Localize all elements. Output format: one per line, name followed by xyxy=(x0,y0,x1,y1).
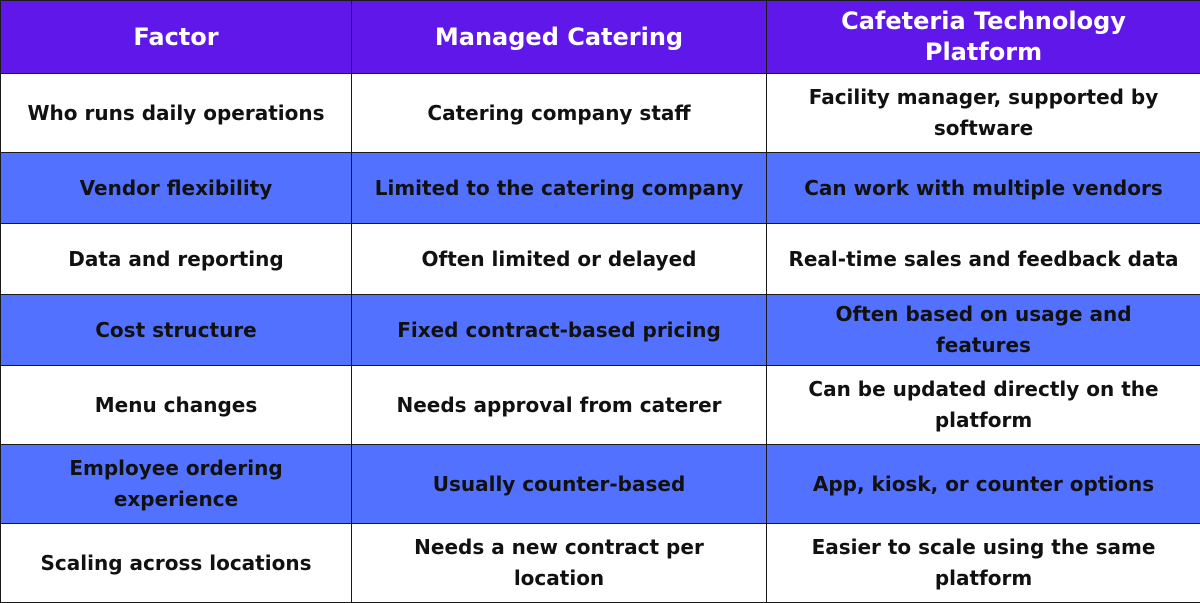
table-row: Cost structure Fixed contract-based pric… xyxy=(1,295,1200,366)
platform-cell: Often based on usage and features xyxy=(767,295,1200,366)
factor-cell: Data and reporting xyxy=(1,224,352,295)
managed-catering-cell: Catering company staff xyxy=(352,74,767,153)
table-row: Menu changes Needs approval from caterer… xyxy=(1,366,1200,445)
factor-cell: Employee ordering experience xyxy=(1,445,352,524)
managed-catering-cell: Needs a new contract per location xyxy=(352,524,767,603)
platform-cell: Facility manager, supported by software xyxy=(767,74,1200,153)
header-managed-catering: Managed Catering xyxy=(352,1,767,74)
factor-cell: Cost structure xyxy=(1,295,352,366)
header-row: Factor Managed Catering Cafeteria Techno… xyxy=(1,1,1200,74)
factor-cell: Menu changes xyxy=(1,366,352,445)
table-row: Employee ordering experience Usually cou… xyxy=(1,445,1200,524)
managed-catering-cell: Needs approval from caterer xyxy=(352,366,767,445)
factor-cell: Vendor flexibility xyxy=(1,153,352,224)
managed-catering-cell: Often limited or delayed xyxy=(352,224,767,295)
platform-cell: Easier to scale using the same platform xyxy=(767,524,1200,603)
table-header: Factor Managed Catering Cafeteria Techno… xyxy=(1,1,1200,74)
table-body: Who runs daily operations Catering compa… xyxy=(1,74,1200,603)
platform-cell: Can be updated directly on the platform xyxy=(767,366,1200,445)
platform-cell: App, kiosk, or counter options xyxy=(767,445,1200,524)
table-row: Scaling across locations Needs a new con… xyxy=(1,524,1200,603)
managed-catering-cell: Usually counter-based xyxy=(352,445,767,524)
header-factor: Factor xyxy=(1,1,352,74)
factor-cell: Scaling across locations xyxy=(1,524,352,603)
managed-catering-cell: Fixed contract-based pricing xyxy=(352,295,767,366)
table-row: Data and reporting Often limited or dela… xyxy=(1,224,1200,295)
table-row: Who runs daily operations Catering compa… xyxy=(1,74,1200,153)
platform-cell: Can work with multiple vendors xyxy=(767,153,1200,224)
table-row: Vendor flexibility Limited to the cateri… xyxy=(1,153,1200,224)
platform-cell: Real-time sales and feedback data xyxy=(767,224,1200,295)
factor-cell: Who runs daily operations xyxy=(1,74,352,153)
managed-catering-cell: Limited to the catering company xyxy=(352,153,767,224)
header-cafeteria-platform: Cafeteria Technology Platform xyxy=(767,1,1200,74)
